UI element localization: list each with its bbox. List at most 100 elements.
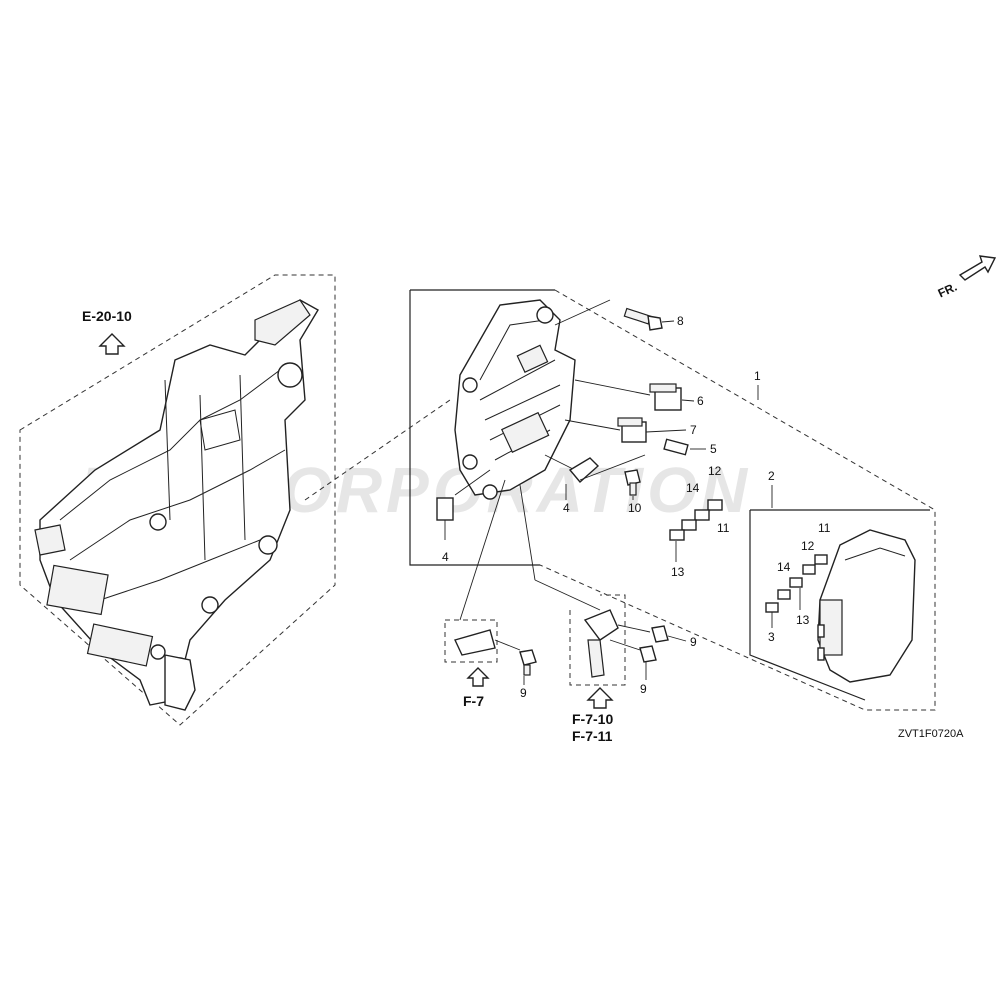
- callout-12-a: 12: [708, 464, 722, 478]
- bolt-head: [624, 469, 641, 486]
- part-10-bolt: [624, 469, 641, 496]
- callout-5: 5: [710, 442, 717, 456]
- left-bracket-assembly: [19, 274, 336, 726]
- connector-body: [436, 497, 454, 521]
- leader-line: [667, 635, 687, 642]
- callout-6: 6: [697, 394, 704, 408]
- part-7-relay: [564, 417, 647, 443]
- leader-line: [519, 484, 536, 581]
- callout-11-b: 11: [818, 521, 831, 535]
- foot-bracket: [164, 654, 196, 711]
- fuse-box-housing: [454, 299, 576, 496]
- fuse-stack-upper: [669, 499, 723, 541]
- leader-line: [661, 320, 675, 323]
- callout-4-left: 4: [442, 550, 449, 564]
- spare-fuse: [777, 589, 791, 600]
- mount-hole: [258, 535, 278, 555]
- mount-hole: [149, 513, 167, 531]
- callout-14-a: 14: [686, 481, 700, 495]
- spare-fuse: [789, 577, 803, 588]
- mini-fuse: [669, 529, 685, 541]
- mini-fuse: [694, 509, 710, 521]
- callout-11-a: 11: [717, 521, 730, 535]
- lower-plate: [86, 623, 154, 667]
- bracket-plate: [454, 629, 496, 656]
- mount-hole: [462, 377, 478, 393]
- side-plate: [46, 564, 109, 616]
- callout-labels: 8 1 6 7 5 12 14 2 10 4 11 11 12 4 13 14 …: [442, 314, 831, 700]
- part-5-fuse: [663, 438, 689, 456]
- group-2-bracket-line: [749, 510, 866, 701]
- reference-e-20-10-label[interactable]: E-20-10: [82, 308, 132, 324]
- reference-f-7-11-label[interactable]: F-7-11: [572, 728, 613, 744]
- f7-10-dashed-box: [569, 594, 626, 686]
- leader-line: [454, 469, 491, 496]
- spare-fuse: [814, 554, 828, 565]
- bolt-head: [651, 625, 669, 643]
- frame-body: [39, 299, 319, 706]
- bolt-head: [639, 645, 657, 663]
- callout-13-b: 13: [796, 613, 810, 627]
- part-8-bolt: [554, 299, 663, 331]
- reference-f-7-label[interactable]: F-7: [463, 693, 484, 709]
- relay-socket: [516, 344, 549, 374]
- relay-body: [568, 457, 600, 484]
- front-marker: FR.: [936, 255, 997, 301]
- callout-3: 3: [768, 630, 775, 644]
- part-4-left-connector: [436, 469, 491, 540]
- bolt-head: [647, 315, 663, 331]
- part-4-mid-relay: [544, 454, 646, 484]
- arrow-down-icon: [586, 687, 614, 709]
- leader-line: [494, 639, 521, 651]
- leader-line: [681, 399, 695, 402]
- callout-9-b: 9: [640, 682, 647, 696]
- leader-line: [554, 299, 611, 326]
- group-bracket-line: [409, 290, 540, 566]
- left-dashed-boundary: [19, 274, 336, 726]
- frame-edge: [99, 539, 261, 601]
- leader-line: [579, 454, 646, 481]
- callout-14-b: 14: [777, 560, 791, 574]
- arrow-down-icon: [466, 667, 490, 687]
- reference-f-7-10-label[interactable]: F-7-10: [572, 711, 613, 727]
- cover-hinge: [817, 647, 825, 661]
- group-1-dashed-boundary: [539, 289, 936, 711]
- bolt-shank: [523, 664, 531, 676]
- inner-window: [199, 409, 241, 451]
- leader-line: [609, 639, 641, 651]
- bolt-head: [519, 649, 537, 666]
- callout-leaders: [523, 320, 801, 685]
- center-group: [304, 289, 936, 711]
- mini-fuse: [681, 519, 697, 531]
- part-f7-10-bracket: [519, 484, 669, 709]
- cover-edge: [844, 547, 906, 561]
- callout-12-b: 12: [801, 539, 815, 553]
- mount-hole: [462, 454, 478, 470]
- part-f7-bracket: [444, 479, 537, 687]
- bolt-shank: [623, 307, 652, 325]
- mount-hole: [150, 644, 166, 660]
- reference-e-20-10[interactable]: E-20-10: [82, 308, 132, 355]
- callout-13-a: 13: [671, 565, 685, 579]
- fuse-box-main: [454, 299, 576, 500]
- cover-hinge: [817, 624, 825, 638]
- callout-9-c: 9: [690, 635, 697, 649]
- frame-edge: [59, 369, 281, 521]
- leader-line: [544, 454, 576, 471]
- diagram-code: ZVT1F0720A: [898, 728, 964, 740]
- mount-hole: [536, 306, 554, 324]
- relay-top: [617, 417, 643, 427]
- leader-line: [645, 429, 687, 433]
- front-arrow-icon: [958, 255, 997, 281]
- leader-line: [574, 379, 651, 396]
- group-2: [749, 509, 930, 701]
- side-tab: [34, 524, 66, 556]
- arrow-up-icon: [98, 333, 126, 355]
- frame-edge: [69, 449, 286, 561]
- bracket-leg: [587, 639, 605, 678]
- callout-8: 8: [677, 314, 684, 328]
- bolt-shank: [629, 482, 637, 496]
- callout-7: 7: [690, 423, 697, 437]
- leader-line: [534, 579, 601, 611]
